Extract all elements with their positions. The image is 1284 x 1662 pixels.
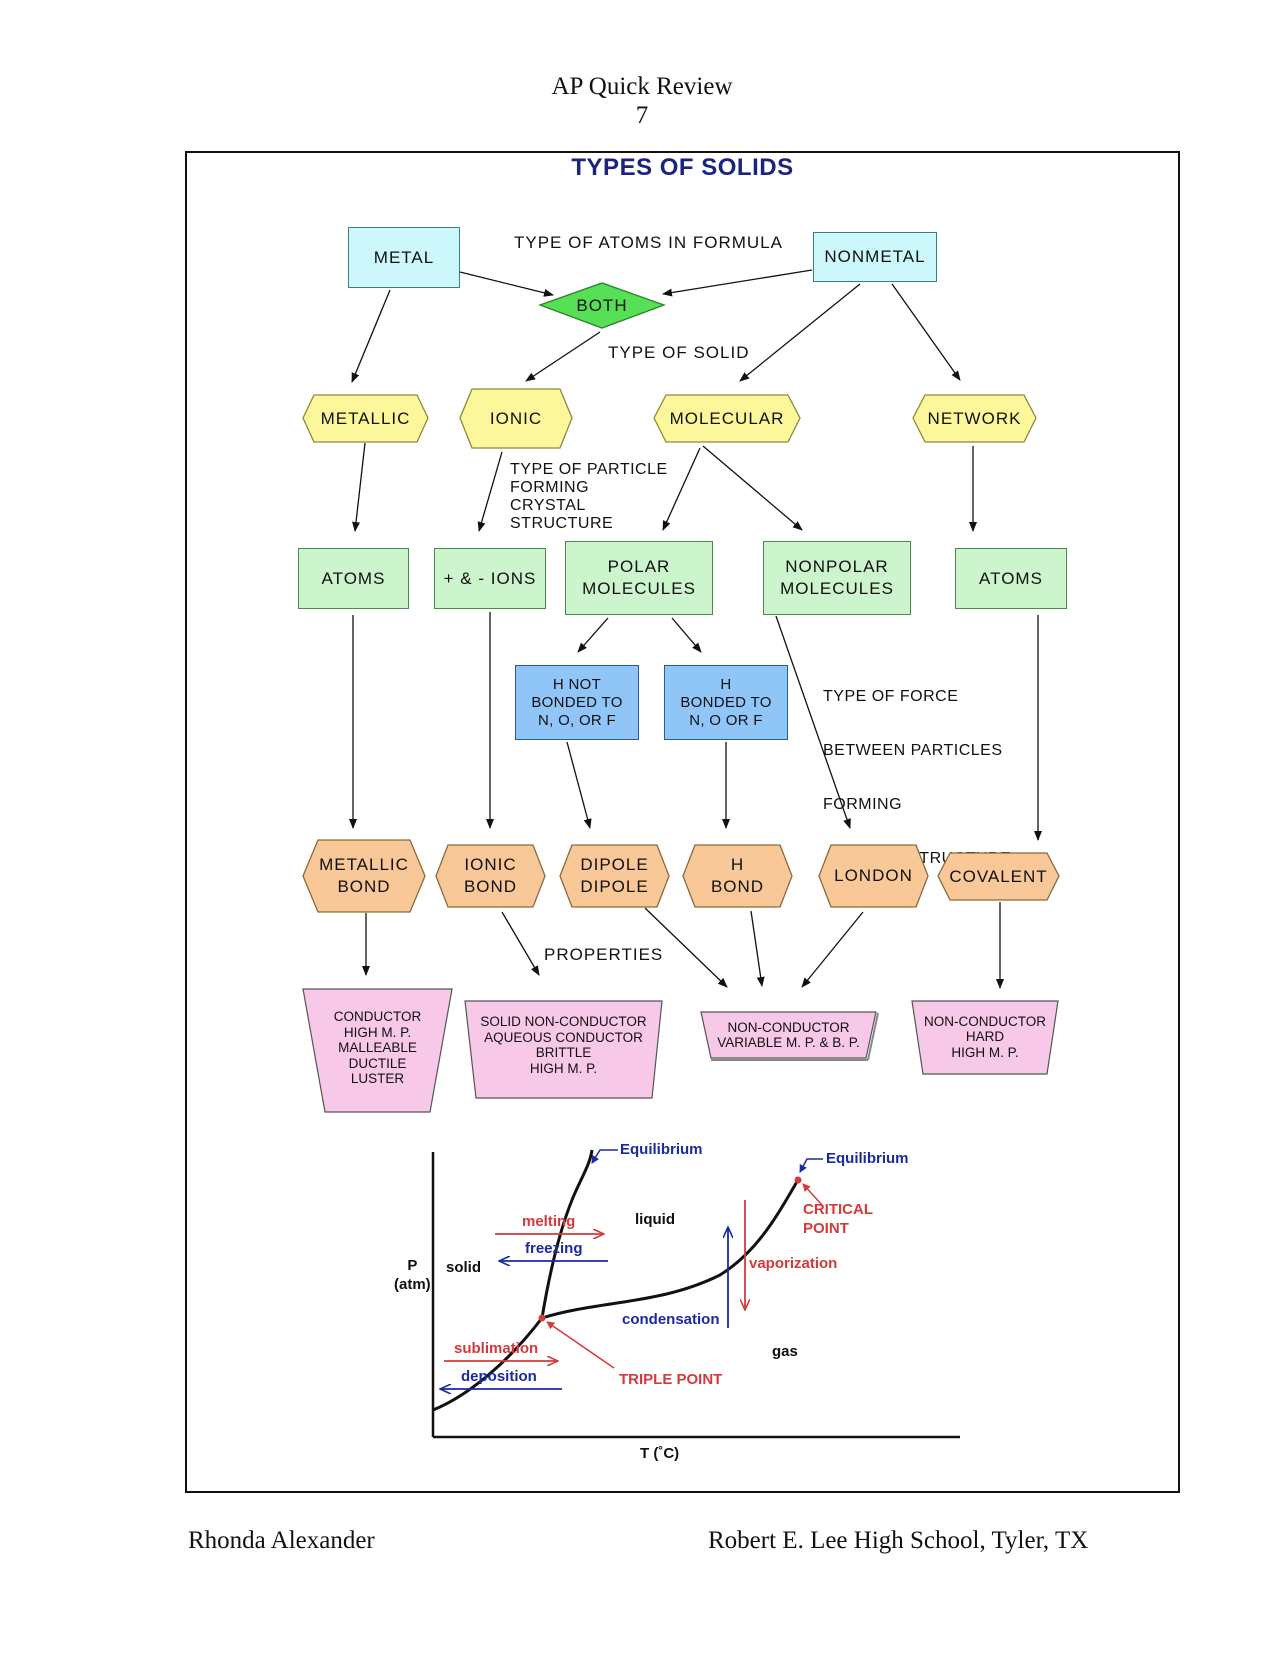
- box-atoms-network: ATOMS: [955, 548, 1067, 609]
- properties-ionic: SOLID NON-CONDUCTOR AQUEOUS CONDUCTOR BR…: [480, 1014, 647, 1076]
- hex-ionic: IONIC: [489, 408, 543, 428]
- label-type-of-atoms: TYPE OF ATOMS IN FORMULA: [514, 233, 783, 252]
- arrow-nonmetal-both: [662, 269, 813, 297]
- arrow-nonmetal-molecular: [739, 283, 861, 382]
- footer-school: Robert E. Lee High School, Tyler, TX: [708, 1527, 1089, 1554]
- arrow-metallic-atoms: [352, 442, 366, 532]
- label-critical-point: CRITICAL POINT: [803, 1201, 873, 1237]
- region-solid: solid: [446, 1259, 482, 1276]
- hex-network: NETWORK: [927, 408, 1022, 428]
- region-gas: gas: [772, 1343, 798, 1360]
- label-equilibrium-right: Equilibrium: [826, 1150, 909, 1167]
- page-number: 7: [635, 102, 649, 129]
- arrow-molecular-nonpolar: [702, 445, 803, 531]
- box-ions: + & - IONS: [434, 548, 546, 609]
- label-vaporization: vaporization: [749, 1255, 838, 1272]
- x-axis-label: T (˚C): [640, 1445, 680, 1462]
- arrow-metal-metallic: [351, 289, 391, 383]
- hex-h-bond: H BOND: [710, 855, 765, 896]
- arrow-nonpolar-london: [775, 615, 851, 829]
- label-condensation: condensation: [622, 1311, 720, 1328]
- arrow-london-props: [801, 911, 864, 988]
- y-axis-label: P (atm): [394, 1257, 431, 1293]
- label-properties: PROPERTIES: [544, 945, 664, 964]
- hex-london: LONDON: [834, 866, 913, 885]
- arrow-nonmetal-network: [891, 283, 961, 381]
- label-melting: melting: [522, 1213, 576, 1230]
- box-nonmetal: NONMETAL: [813, 232, 937, 282]
- label-deposition: deposition: [461, 1368, 537, 1385]
- arrow-metal-both: [459, 271, 554, 297]
- hex-molecular: MOLECULAR: [669, 408, 785, 428]
- region-liquid: liquid: [635, 1211, 675, 1228]
- hex-metallic-bond: METALLIC BOND: [319, 855, 409, 896]
- hex-ionic-bond: IONIC BOND: [463, 855, 518, 896]
- properties-molecular: NON-CONDUCTOR VARIABLE M. P. & B. P.: [717, 1019, 860, 1051]
- box-atoms-metallic: ATOMS: [298, 548, 409, 609]
- properties-metallic: CONDUCTOR HIGH M. P. MALLEABLE DUCTILE L…: [333, 1009, 422, 1087]
- box-h-not-bonded: H NOT BONDED TO N, O, OR F: [515, 665, 639, 740]
- properties-network: NON-CONDUCTOR HARD HIGH M. P.: [924, 1013, 1046, 1060]
- diagram-title: TYPES OF SOLIDS: [571, 154, 794, 181]
- arrow-hbond-props: [750, 910, 765, 987]
- hex-metallic: METALLIC: [320, 408, 411, 428]
- label-type-of-solid: TYPE OF SOLID: [608, 343, 750, 362]
- label-triple-point: TRIPLE POINT: [619, 1371, 723, 1388]
- page-header-title: AP Quick Review: [551, 73, 733, 100]
- arrow-polar-hbonded: [671, 617, 702, 653]
- box-polar-molecules: POLAR MOLECULES: [565, 541, 713, 615]
- box-metal: METAL: [348, 227, 460, 288]
- box-h-bonded: H BONDED TO N, O OR F: [664, 665, 788, 740]
- arrow-ionicbond-props: [501, 911, 540, 976]
- box-nonpolar-molecules: NONPOLAR MOLECULES: [763, 541, 911, 615]
- arrow-molecular-polar: [662, 447, 701, 531]
- hex-dipole-dipole: DIPOLE DIPOLE: [580, 855, 649, 896]
- label-equilibrium-left: Equilibrium: [620, 1141, 703, 1158]
- arrow-dipole-props: [644, 907, 728, 988]
- box-both: BOTH: [576, 295, 628, 315]
- arrow-ionic-ions: [477, 451, 503, 532]
- arrow-hnot-dipole: [566, 741, 592, 829]
- label-freezing: freezing: [525, 1240, 583, 1257]
- label-sublimation: sublimation: [454, 1340, 539, 1357]
- label-type-of-particle: TYPE OF PARTICLE FORMING CRYSTAL STRUCTU…: [510, 461, 668, 532]
- footer-author: Rhonda Alexander: [188, 1527, 375, 1554]
- hex-covalent: COVALENT: [949, 866, 1048, 886]
- arrow-both-ionic: [525, 331, 601, 382]
- content-frame: [185, 151, 1180, 1493]
- arrow-polar-hnot: [577, 617, 609, 653]
